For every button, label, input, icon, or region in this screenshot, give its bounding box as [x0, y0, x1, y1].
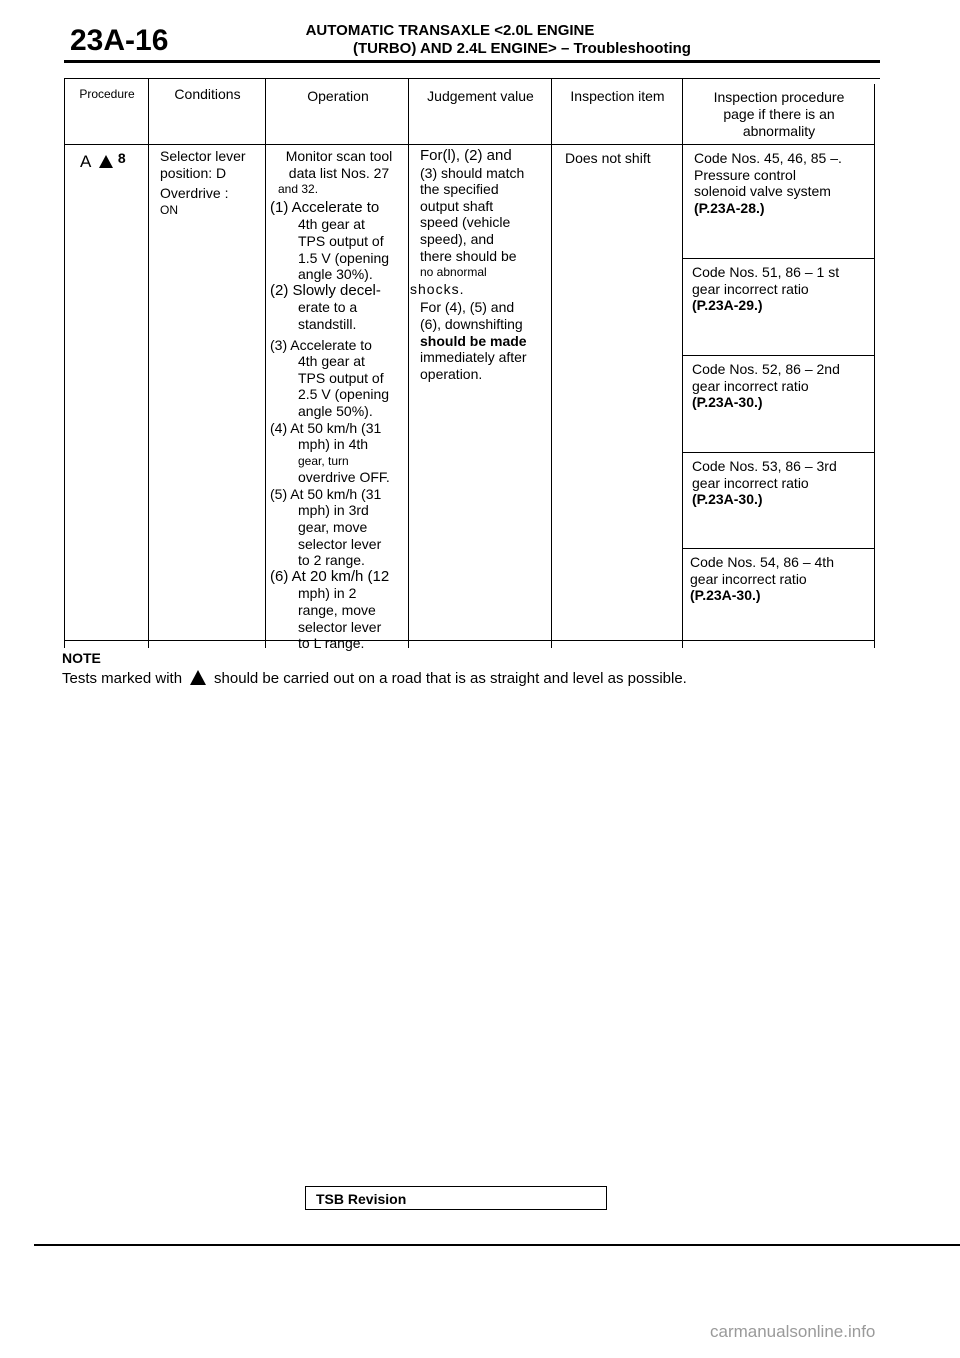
judgement-value-cell: For(l), (2) and (3) should match the spe…: [410, 147, 527, 382]
procedure-divider: [682, 452, 874, 453]
inspection-procedure-54-86[interactable]: Code Nos. 54, 86 – 4th gear incorrect ra…: [690, 554, 834, 604]
inspection-procedure-53-86[interactable]: Code Nos. 53, 86 – 3rd gear incorrect ra…: [692, 458, 837, 508]
procedure-cell: A 8: [80, 150, 126, 171]
inspection-item-cell: Does not shift: [565, 150, 651, 166]
operation-cell: Monitor scan tool data list Nos. 27 and …: [270, 148, 393, 652]
procedure-divider: [682, 258, 874, 259]
road-test-marker-icon: [190, 670, 207, 685]
column-divider: [148, 78, 149, 648]
procedure-letter: A: [80, 152, 91, 171]
watermark: carmanualsonline.info: [710, 1322, 876, 1341]
procedure-divider: [682, 355, 874, 356]
header-conditions: Conditions: [174, 86, 241, 102]
column-divider: [408, 78, 409, 648]
table-left-border: [64, 78, 65, 648]
inspection-procedure-45-46-85[interactable]: Code Nos. 45, 46, 85 –. Pressure control…: [694, 150, 842, 216]
column-divider: [265, 78, 266, 648]
page-title-line1: AUTOMATIC TRANSAXLE <2.0L ENGINE: [305, 22, 595, 39]
footer-rule: [34, 1244, 960, 1246]
inspection-procedure-52-86[interactable]: Code Nos. 52, 86 – 2nd gear incorrect ra…: [692, 361, 840, 411]
procedure-divider: [682, 548, 874, 549]
conditions-cell: Selector lever position: D Overdrive : O…: [160, 148, 246, 217]
column-divider: [551, 78, 552, 648]
tsb-revision-box: TSB Revision: [305, 1186, 607, 1210]
note-heading: NOTE: [62, 650, 101, 666]
header-judgement-value: Judgement value: [427, 88, 534, 104]
header-operation: Operation: [307, 88, 369, 104]
road-test-marker-icon: [99, 155, 114, 168]
header-procedure: Procedure: [79, 87, 135, 101]
page-title-line2: (TURBO) AND 2.4L ENGINE> – Troubleshooti…: [353, 40, 691, 57]
table-right-border: [874, 84, 875, 648]
table-top-rule: [64, 78, 880, 79]
page-number: 23A-16: [70, 24, 169, 57]
inspection-procedure-51-86[interactable]: Code Nos. 51, 86 – 1 st gear incorrect r…: [692, 264, 840, 314]
table-header-rule: [64, 144, 874, 145]
header-inspection-procedure: Inspection procedure page if there is an…: [713, 89, 845, 139]
table-bottom-rule: [64, 640, 874, 641]
procedure-number: 8: [117, 150, 126, 166]
header-rule: [64, 60, 880, 63]
header-inspection-item: Inspection item: [570, 88, 665, 104]
column-divider: [682, 78, 683, 648]
